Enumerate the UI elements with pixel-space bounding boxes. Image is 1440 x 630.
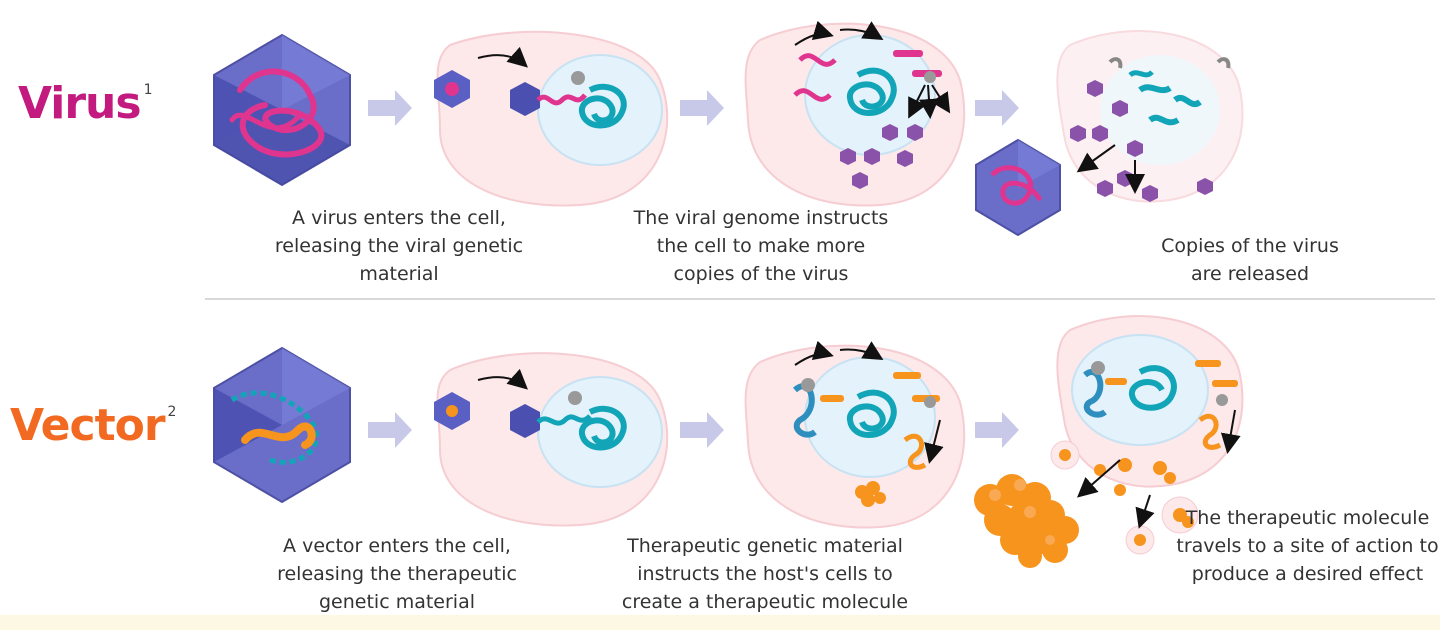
therapeutic-molecule-cluster [974,474,1079,568]
footnote-virus: 1 [143,82,153,98]
caption-virus-step-1: A virus enters the cell, releasing the v… [274,207,524,285]
virus-copies [840,124,923,189]
process-arrow [680,412,724,448]
process-arrow [975,90,1019,126]
process-arrow [680,90,724,126]
caption-vector-step-2: Therapeutic genetic material instructs t… [621,535,909,613]
virus-capsid-large [213,33,351,187]
process-arrow [368,412,412,448]
footer-band [0,615,1440,630]
virus-capsid-released [975,138,1061,237]
host-cell [744,344,966,529]
virus-small-icon [510,82,540,116]
process-arrow [368,90,412,126]
caption-virus-step-3: Copies of the virus are released [1161,235,1339,285]
host-cell [1056,315,1244,488]
caption-vector-step-1: A vector enters the cell, releasing the … [277,535,517,613]
therapeutic-molecule [855,481,886,507]
footnote-vector: 2 [167,404,177,420]
host-cell-bursting [1056,30,1244,203]
caption-vector-step-3: The therapeutic molecule travels to a si… [1176,507,1439,585]
vector-capsid-large [213,346,351,504]
therapeutic-molecule [1059,449,1194,546]
caption-virus-step-2: The viral genome instructs the cell to m… [633,207,889,285]
process-arrow [975,412,1019,448]
row-divider [205,298,1435,300]
host-cell [436,30,669,207]
vector-small-icon [510,404,540,438]
host-cell [436,352,669,527]
